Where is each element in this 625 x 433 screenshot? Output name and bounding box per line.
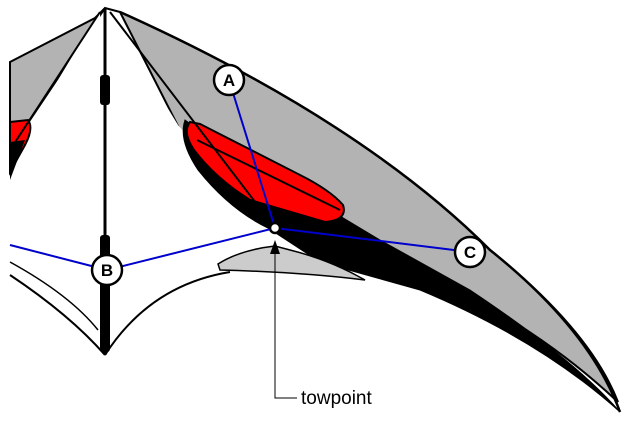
lower-sail-curve-left [9,274,106,356]
standoff-left [9,261,99,331]
spreader-left [9,11,101,151]
bridle-line-c [274,227,471,253]
spreader-right [109,11,279,233]
center-sail-wedge [108,10,272,240]
bridle-point-b-label: B [101,261,113,280]
bridle-point-c-label: C [464,243,476,262]
lower-sail-curve-right [104,271,231,356]
towpoint-leader-line [274,254,297,399]
left-sail-wedge [10,10,104,240]
bridle-point-c-marker: C [453,235,487,269]
bridle-line-b [106,227,276,271]
sail-vent [217,245,366,281]
spine-rod-base [100,280,110,352]
spine-connector-upper [100,75,110,105]
red-panel-divider [196,139,341,211]
bridle-line-a [228,79,276,229]
bridle-line-b-left [9,244,108,271]
towpoint-arrow [270,240,280,254]
bridle-point-a-marker: A [212,63,246,97]
red-sail-panel-right [185,120,345,224]
black-panel-left [10,140,25,180]
lower-sail-panel [10,195,600,390]
towpoint-ring [268,221,282,235]
bridle-point-a-label: A [223,71,235,90]
spine-connector-lower [100,235,110,260]
bridle-point-b-marker: B [90,253,124,287]
towpoint-callout-label: towpoint [301,388,372,409]
